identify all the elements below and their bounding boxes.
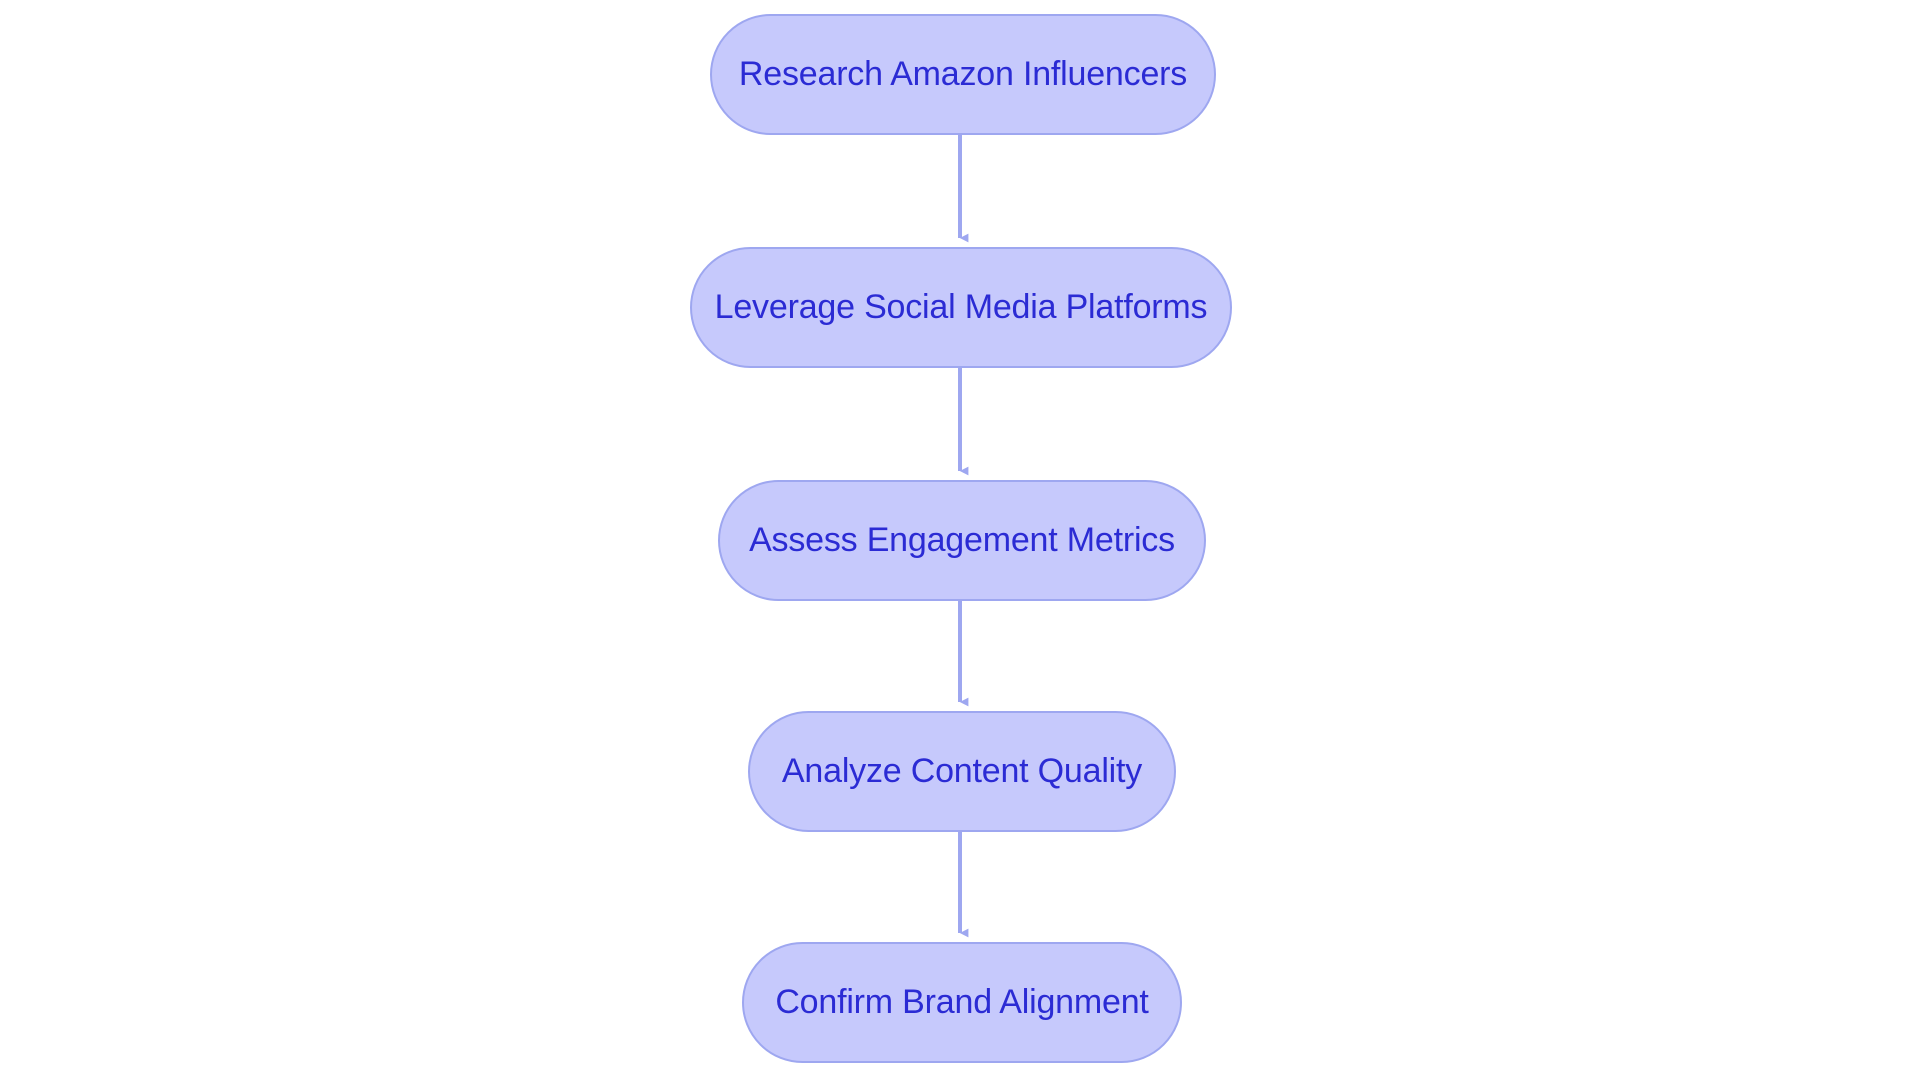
flow-node-label: Confirm Brand Alignment bbox=[775, 982, 1149, 1021]
flow-node-confirm-brand-alignment[interactable]: Confirm Brand Alignment bbox=[742, 942, 1182, 1063]
flow-node-analyze-content-quality[interactable]: Analyze Content Quality bbox=[748, 711, 1176, 832]
flow-node-label: Assess Engagement Metrics bbox=[749, 520, 1175, 559]
flow-node-label: Leverage Social Media Platforms bbox=[714, 287, 1208, 326]
flow-node-assess-engagement-metrics[interactable]: Assess Engagement Metrics bbox=[718, 480, 1206, 601]
flow-node-leverage-social-media-platforms[interactable]: Leverage Social Media Platforms bbox=[690, 247, 1232, 368]
flow-node-research-amazon-influencers[interactable]: Research Amazon Influencers bbox=[710, 14, 1216, 135]
flow-node-label: Analyze Content Quality bbox=[781, 751, 1143, 790]
flow-node-label: Research Amazon Influencers bbox=[738, 54, 1188, 93]
